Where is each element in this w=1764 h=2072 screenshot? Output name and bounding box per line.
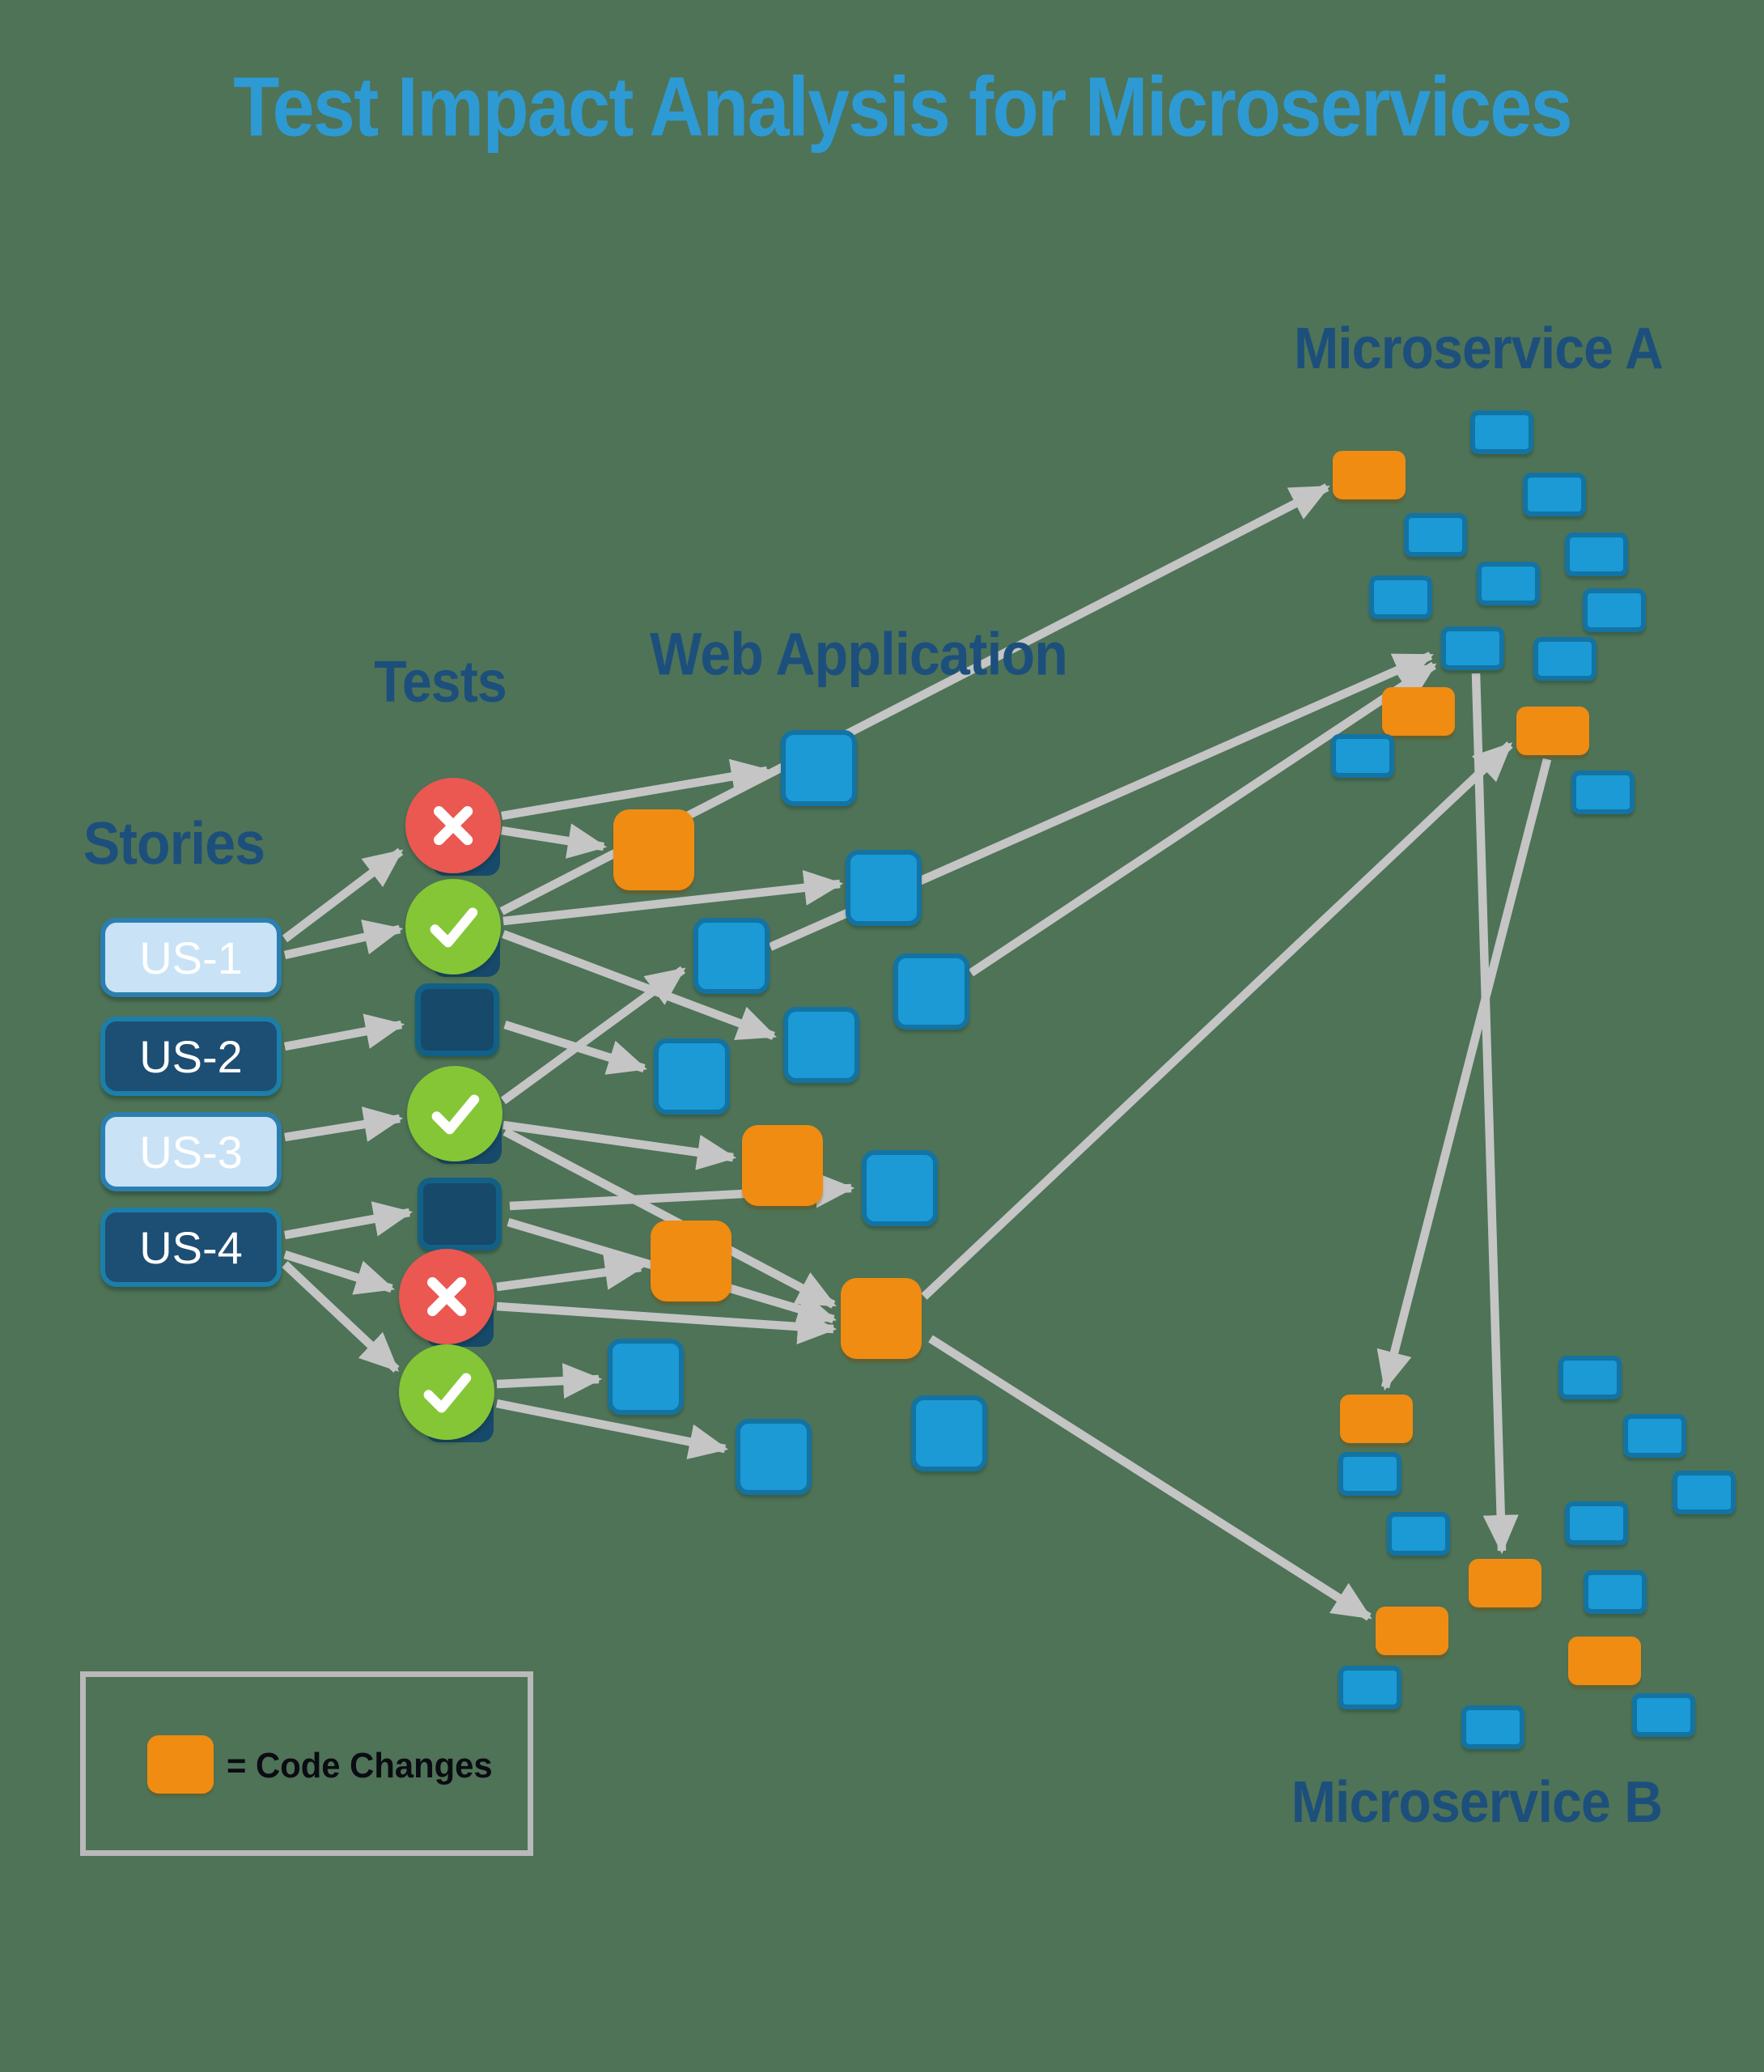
msb-code-node <box>1673 1471 1736 1514</box>
microservice-a-heading: Microservice A <box>1294 316 1664 381</box>
msa-code-node <box>1404 513 1467 557</box>
webapp-code-node <box>654 1038 730 1115</box>
dependency-arrow <box>500 966 686 1105</box>
dependency-arrow <box>969 661 1437 977</box>
dependency-arrow <box>495 1399 729 1460</box>
legend-code-changes-swatch <box>147 1735 214 1794</box>
check-icon <box>430 907 478 948</box>
msb-code-change-node <box>1376 1607 1448 1655</box>
dependency-arrow <box>502 930 777 1041</box>
story-box-us-3: US-3 <box>100 1112 282 1191</box>
story-label: US-1 <box>139 932 243 983</box>
tests-heading: Tests <box>374 650 507 715</box>
msa-code-change-node <box>1333 451 1406 499</box>
webapp-code-node <box>608 1339 684 1415</box>
msa-code-node <box>1523 473 1586 516</box>
dependency-arrow <box>501 758 771 821</box>
msa-code-node <box>1571 771 1635 814</box>
msa-code-node <box>1470 410 1533 454</box>
msa-code-node <box>1583 588 1646 632</box>
stories-heading: Stories <box>83 809 265 877</box>
msa-code-node <box>1331 734 1394 778</box>
webapp-code-change-node <box>742 1125 823 1206</box>
dependency-arrow <box>502 869 844 926</box>
webapp-code-node <box>781 730 857 806</box>
webapp-code-node <box>862 1150 938 1226</box>
msb-code-node <box>1338 1666 1401 1709</box>
dependency-arrow <box>501 823 608 859</box>
dependency-arrow <box>496 1255 645 1292</box>
dependency-arrow <box>284 1106 404 1142</box>
dependency-arrow <box>496 1301 837 1345</box>
msa-code-node <box>1441 626 1504 670</box>
dependency-arrow <box>928 1335 1372 1621</box>
msa-code-node <box>1565 533 1628 576</box>
msb-code-change-node <box>1469 1559 1541 1607</box>
msb-code-node <box>1387 1512 1450 1556</box>
msb-code-node <box>1565 1501 1628 1545</box>
webapp-code-change-node <box>841 1278 922 1359</box>
msb-code-node <box>1558 1356 1622 1399</box>
dependency-arrow <box>283 1250 396 1295</box>
msb-code-node <box>1632 1693 1695 1737</box>
check-icon <box>431 1094 480 1135</box>
dependency-arrow <box>282 1261 400 1373</box>
story-label: US-2 <box>139 1030 243 1082</box>
msb-code-change-node <box>1568 1637 1641 1685</box>
legend-label: = Code Changes <box>227 1746 493 1785</box>
msb-code-change-node <box>1340 1395 1413 1443</box>
dependency-arrow <box>284 1201 413 1240</box>
dependency-arrow <box>502 1127 837 1309</box>
webapp-code-node <box>693 918 770 994</box>
dependency-arrow <box>502 1120 737 1170</box>
story-label: US-3 <box>139 1126 243 1178</box>
webapp-code-change-node <box>613 809 694 890</box>
dependency-arrow <box>1471 673 1519 1555</box>
webapp-code-node <box>783 1007 859 1083</box>
dependency-arrow <box>284 1013 405 1051</box>
story-label: US-4 <box>139 1221 243 1273</box>
msa-code-node <box>1477 562 1540 605</box>
test-passed-badge <box>407 1066 502 1161</box>
msa-code-node <box>1533 637 1597 681</box>
webapp-code-node <box>893 953 969 1030</box>
test-failed-badge <box>405 778 501 873</box>
msa-code-node <box>1369 575 1432 619</box>
legend <box>80 1671 533 1856</box>
x-icon <box>433 805 473 846</box>
test-node <box>418 1178 502 1250</box>
webapp-code-node <box>911 1395 987 1471</box>
dependency-arrow <box>496 1363 603 1399</box>
msb-code-node <box>1338 1452 1401 1496</box>
story-box-us-2: US-2 <box>100 1017 282 1096</box>
dependency-arrow <box>282 847 404 943</box>
webapp-code-node <box>846 850 922 926</box>
msb-code-node <box>1461 1705 1524 1749</box>
webapp-code-change-node <box>651 1221 731 1301</box>
msb-code-node <box>1623 1414 1686 1458</box>
test-node <box>415 983 499 1056</box>
test-passed-badge <box>405 879 501 974</box>
dependency-arrow <box>921 741 1513 1300</box>
test-failed-badge <box>399 1249 494 1344</box>
msa-code-change-node <box>1382 687 1455 736</box>
page-title: Test Impact Analysis for Microservices <box>233 60 1572 155</box>
web-application-heading: Web Application <box>650 620 1068 688</box>
dependency-arrow <box>1376 758 1552 1391</box>
story-box-us-4: US-4 <box>100 1208 282 1287</box>
check-icon <box>423 1373 472 1413</box>
story-box-us-1: US-1 <box>100 918 282 997</box>
webapp-code-node <box>736 1419 812 1495</box>
msb-code-node <box>1584 1570 1647 1614</box>
microservice-b-heading: Microservice B <box>1291 1770 1663 1835</box>
dependency-arrow <box>283 919 404 960</box>
x-icon <box>426 1276 467 1317</box>
test-passed-badge <box>399 1344 494 1440</box>
msa-code-change-node <box>1516 707 1589 755</box>
